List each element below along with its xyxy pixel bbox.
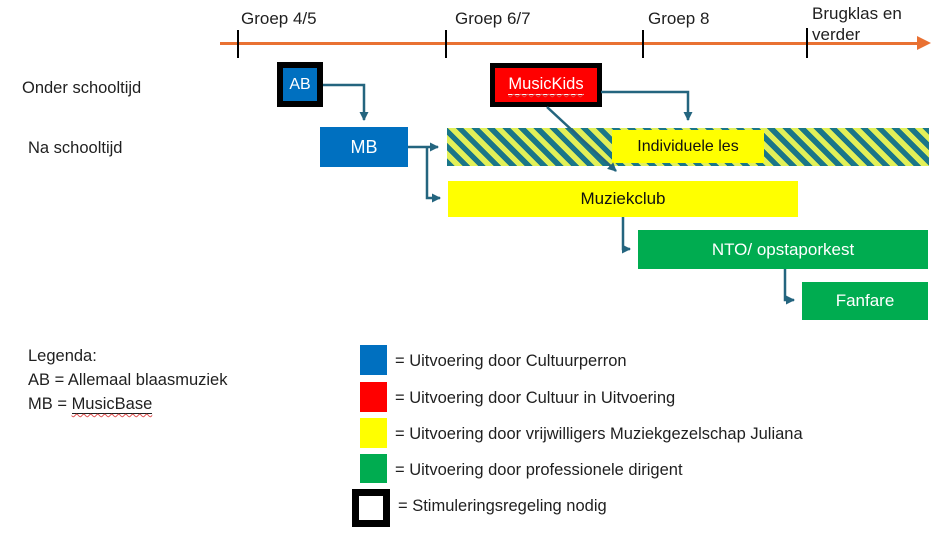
legend-abbr-ab-prefix: AB = <box>28 371 68 389</box>
node-fanfare-label: Fanfare <box>835 291 895 310</box>
timeline-label-groep-6-7: Groep 6/7 <box>455 9 531 28</box>
legend-label-stimuleringsregeling: = Stimuleringsregeling nodig <box>398 497 607 515</box>
node-musickids: MusicKids <box>490 63 602 107</box>
node-muziekclub-label: Muziekclub <box>580 189 666 208</box>
legend-label-cultuur-in-uitvoering: = Uitvoering door Cultuur in Uitvoering <box>395 389 676 407</box>
timeline-label-groep-8: Groep 8 <box>648 9 710 28</box>
timeline-arrowhead-icon <box>917 36 931 50</box>
legend-label-vrijwilligers-juliana: = Uitvoering door vrijwilligers Muziekge… <box>395 425 803 443</box>
legend-swatch-outlined <box>352 489 390 527</box>
timeline-label-groep-4-5: Groep 4/5 <box>241 9 317 28</box>
legend-label-cultuurperron: = Uitvoering door Cultuurperron <box>395 352 627 370</box>
row-label-onder-schooltijd: Onder schooltijd <box>22 79 142 97</box>
node-nto-opstaporkest: NTO/ opstaporkest <box>638 230 928 269</box>
row-label-na-schooltijd: Na schooltijd <box>28 139 123 157</box>
legend-swatch-red <box>360 382 387 412</box>
timeline-tick-groep-6-7 <box>445 30 447 58</box>
legend-abbr-mb: MB = MusicBase <box>28 395 153 414</box>
node-ab-label: AB <box>289 75 311 93</box>
arrow-musickids-to-individuele-les <box>601 90 693 121</box>
legend-swatch-green <box>360 454 387 483</box>
timeline-label-brugklas-en-verder: Brugklas en verder <box>812 4 902 44</box>
arrow-ab-to-mb <box>323 83 369 121</box>
node-individuele-les: Individuele les <box>612 130 764 163</box>
timeline-tick-brugklas <box>806 28 808 58</box>
timeline-axis <box>220 42 920 45</box>
arrow-nto-to-fanfare <box>783 269 795 305</box>
node-musickids-label: MusicKids <box>508 75 584 95</box>
node-nto-opstaporkest-label: NTO/ opstaporkest <box>711 239 855 259</box>
legend-swatch-yellow <box>360 418 387 448</box>
timeline-tick-groep-8 <box>642 30 644 58</box>
legend-abbr-ab: AB = Allemaal blaasmuziek <box>28 371 227 390</box>
arrow-muziekclub-to-nto <box>621 217 631 254</box>
legend-title: Legenda: <box>28 347 97 365</box>
node-fanfare: Fanfare <box>802 282 928 320</box>
timeline-tick-groep-4-5 <box>237 30 239 58</box>
node-muziekclub: Muziekclub <box>448 181 798 217</box>
legend-swatch-blue <box>360 345 387 375</box>
node-individuele-les-label: Individuele les <box>637 137 739 155</box>
legend-abbr-mb-prefix: MB = <box>28 395 72 413</box>
arrow-mb-to-muziekclub <box>425 147 441 203</box>
legend-label-professionele-dirigent: = Uitvoering door professionele dirigent <box>395 461 683 479</box>
legend-abbr-ab-value: Allemaal blaasmuziek <box>67 371 228 389</box>
node-mb: MB <box>320 127 408 167</box>
node-ab: AB <box>277 62 323 107</box>
legend-abbr-mb-value: MusicBase <box>71 395 153 414</box>
node-mb-label: MB <box>350 136 378 157</box>
